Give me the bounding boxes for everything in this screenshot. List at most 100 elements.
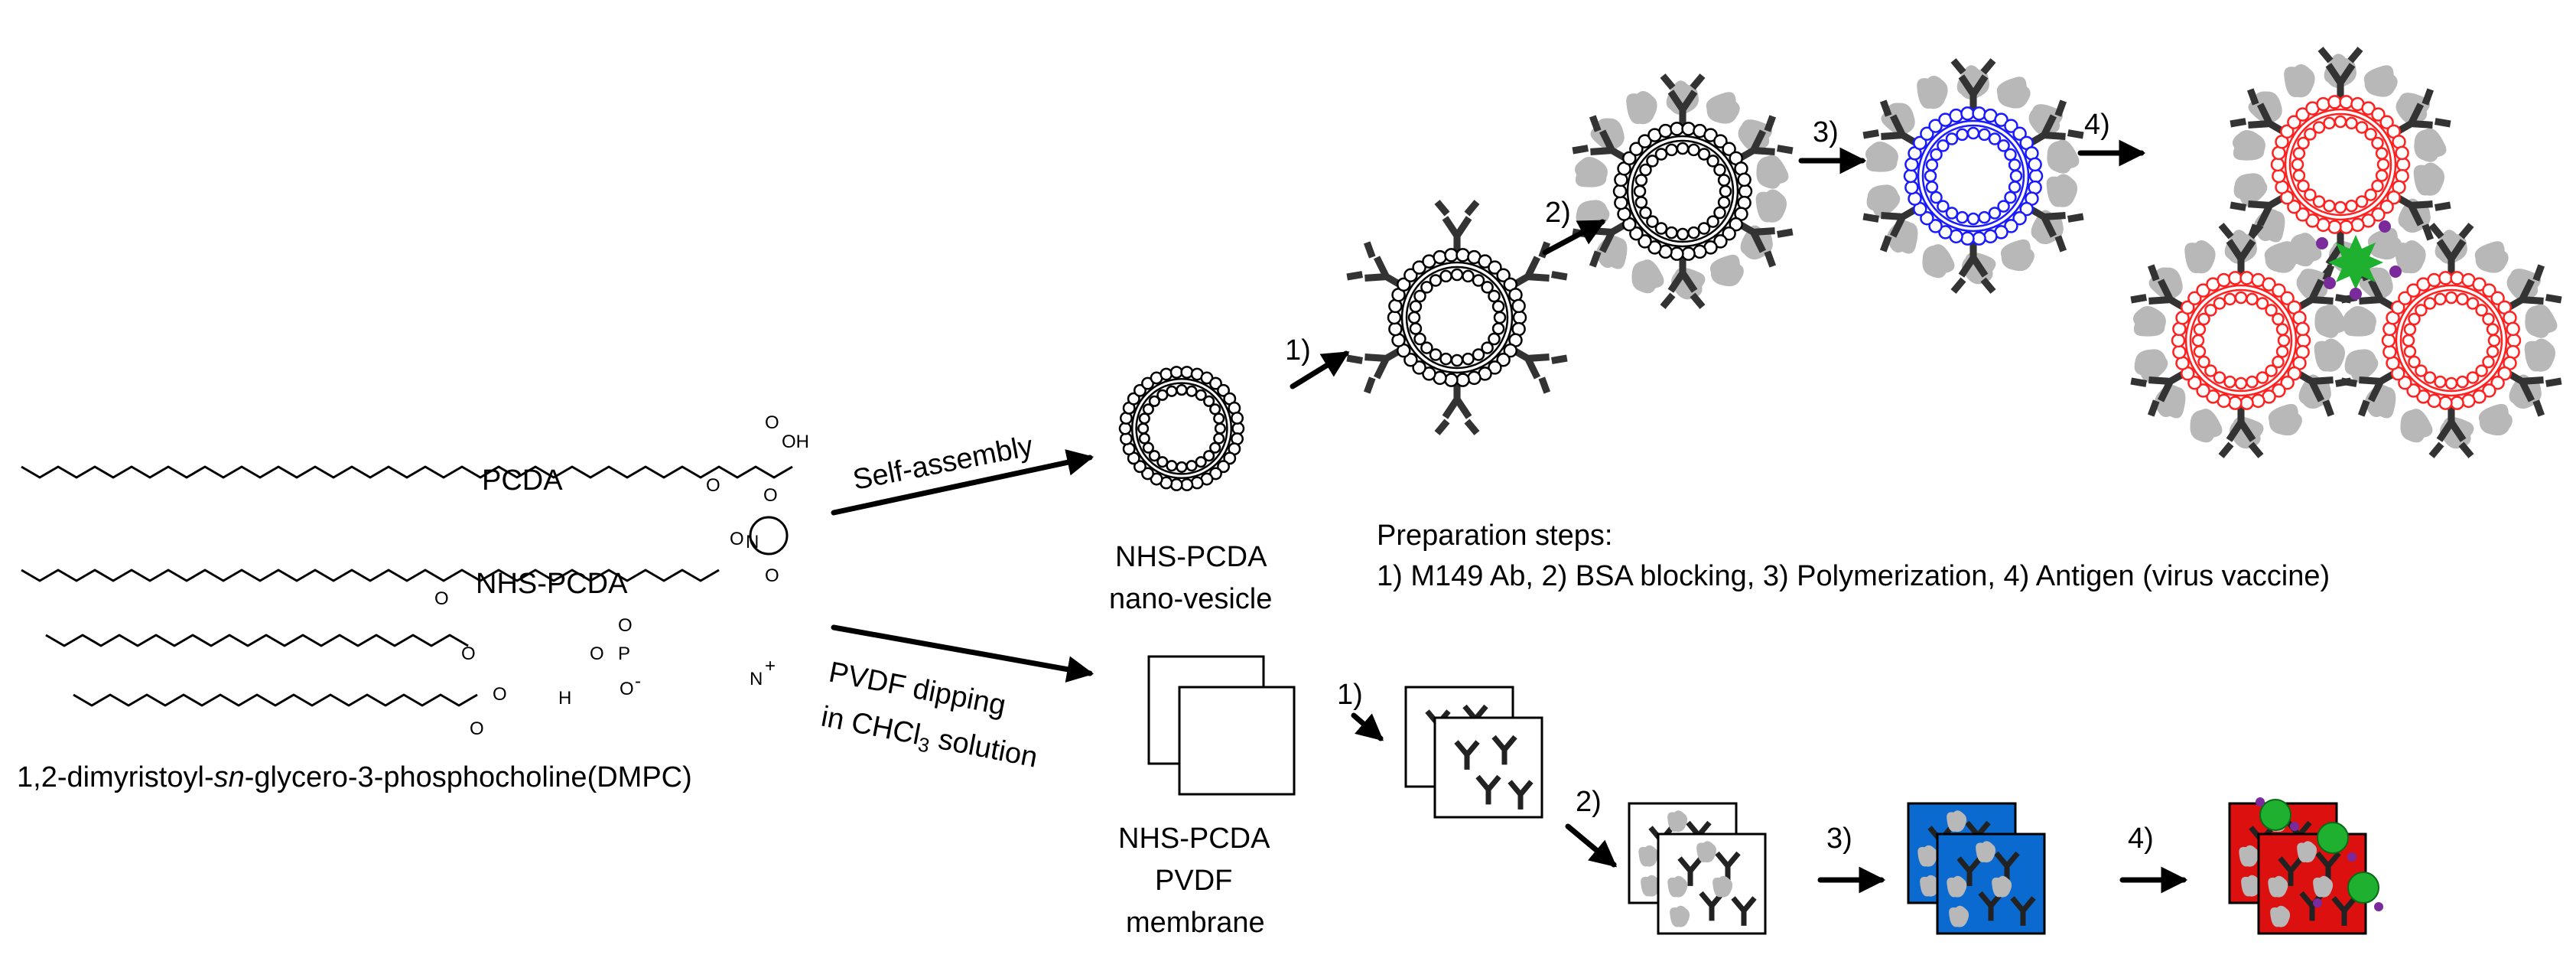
lipid-head: [2228, 271, 2243, 285]
lipid-head: [1960, 231, 1975, 246]
lipid-head: [1956, 210, 1969, 224]
dmpc-o1: O: [434, 588, 449, 609]
lipid-head: [1491, 300, 1505, 313]
membrane-label-line2: PVDF: [1155, 865, 1232, 897]
dmpc-chain-lower: [73, 693, 478, 707]
lipid-head: [1612, 184, 1628, 199]
virus-spike: [2379, 220, 2391, 233]
lipid-head: [2297, 179, 2310, 193]
lipid-head: [1949, 108, 1963, 123]
lipid-head: [1713, 206, 1726, 220]
dmpc-o4: O: [493, 684, 507, 705]
lipid-head: [1960, 106, 1975, 121]
lipid-head: [1972, 231, 1986, 246]
lipid-head: [2277, 334, 2291, 347]
bsa-blob: [1708, 253, 1746, 290]
bsa-blob: [2041, 135, 2083, 178]
lipid-head: [2456, 375, 2469, 389]
lipid-head: [1214, 422, 1226, 435]
lipid-head: [1713, 234, 1728, 249]
lipid-head: [2334, 115, 2347, 129]
vesicle-label-line2: nano-vesicle: [1109, 583, 1272, 615]
lipid-head: [1169, 366, 1183, 379]
lipid-head: [2272, 168, 2286, 184]
lipid-head: [2482, 383, 2496, 398]
dmpc-h: H: [558, 688, 571, 709]
lipid-head: [2265, 304, 2278, 317]
vesicle-label-line1: NHS-PCDA: [1115, 541, 1267, 573]
lipid-head: [2292, 169, 2306, 182]
lipid-head: [1945, 132, 1959, 145]
lipid-head: [2450, 396, 2464, 410]
bsa-blob: [1917, 240, 1958, 282]
lipid-head: [1713, 163, 1726, 177]
lipid-head: [2371, 107, 2386, 122]
lipid-head: [1141, 467, 1154, 481]
membrane-label-line3: membrane: [1126, 907, 1265, 939]
bsa-blob: [2046, 174, 2078, 207]
bsa-blob: [2395, 405, 2436, 447]
membrane-virus-spike: [2290, 822, 2299, 831]
lipid-head: [1409, 300, 1423, 313]
lipid-head: [1456, 373, 1470, 387]
lipid-head: [2305, 213, 2320, 228]
lipid-head: [1462, 269, 1475, 283]
lipid-head: [1488, 289, 1501, 303]
bsa-blob: [2314, 338, 2346, 372]
bsa-blob: [1626, 256, 1667, 298]
lipid-head: [2345, 116, 2358, 130]
lipid-head: [1647, 240, 1662, 255]
lipid-head: [2408, 312, 2421, 326]
lipid-head: [2239, 271, 2254, 285]
vesicle-bsa: [1570, 76, 1793, 307]
lipid-head: [2381, 333, 2396, 348]
lipid-head: [1903, 168, 1918, 184]
lipid-head: [2327, 220, 2342, 234]
pcda-acid-o: O: [765, 412, 779, 433]
lipid-head: [2213, 371, 2226, 384]
lipid-head: [2296, 333, 2311, 348]
lipid-head: [1190, 476, 1204, 490]
lipid-head: [2275, 345, 2289, 358]
lipid-head: [1638, 234, 1652, 249]
membrane-virus: [2317, 822, 2349, 854]
lipid-head: [1703, 128, 1718, 142]
lipid-head: [2246, 375, 2259, 389]
lipid-head: [2304, 128, 2317, 141]
lipid-head: [2008, 181, 2021, 194]
pcda-chain: [21, 465, 793, 479]
lipid-head: [1213, 432, 1225, 445]
membrane-virus: [2347, 872, 2379, 904]
lipid-head: [2196, 383, 2210, 398]
lipid-head: [1217, 460, 1230, 474]
membrane-initial: [1147, 655, 1296, 796]
bsa-blob: [2408, 124, 2450, 167]
lipid-head: [2312, 121, 2326, 134]
lipid-head: [1481, 341, 1494, 354]
membrane-virus-spike: [2256, 797, 2265, 806]
lipid-head: [2008, 158, 2021, 171]
lipid-head: [1920, 210, 1934, 226]
lipid-head: [1403, 352, 1418, 367]
lipid-head: [1223, 451, 1237, 465]
lipid-head: [2327, 95, 2342, 109]
lipid-head: [1629, 142, 1644, 157]
lipid-head: [2295, 107, 2310, 122]
lipid-head: [2379, 199, 2394, 214]
lipid-head: [1639, 206, 1652, 220]
lipid-head: [2012, 126, 2027, 142]
bsa-blob: [2266, 402, 2304, 439]
membrane-step1-arrow: [1351, 712, 1384, 741]
lipid-head: [2416, 389, 2431, 404]
membrane-antigen-stage: [2228, 797, 2383, 935]
vesicle-antibody: [1347, 202, 1567, 433]
lipid-head: [1462, 352, 1475, 366]
lipid-head: [2475, 364, 2488, 377]
lipid-head: [1156, 389, 1169, 401]
pcda-structure: O OH PCDA: [21, 412, 809, 497]
lipid-head: [1180, 478, 1194, 491]
lipid-head: [2403, 345, 2417, 358]
lipid-head: [1209, 403, 1221, 415]
lipid-head: [1439, 269, 1452, 283]
lipid-head: [1658, 123, 1673, 138]
